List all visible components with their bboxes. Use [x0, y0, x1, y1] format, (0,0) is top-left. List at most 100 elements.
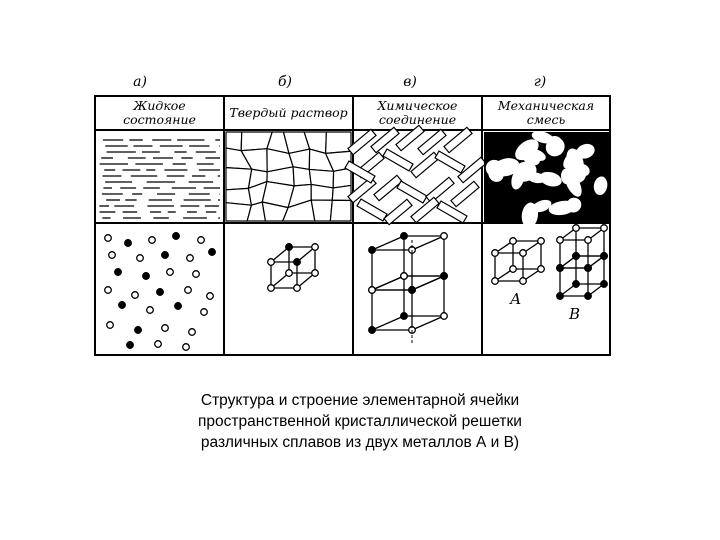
cell-a-atom — [509, 237, 517, 245]
cell-b-upper-atom — [556, 236, 564, 244]
compound-cell-bottom-edge — [371, 275, 405, 291]
atom-a — [166, 268, 174, 276]
compound-cell-top-atom — [400, 232, 408, 240]
cell-b-lower-atom — [584, 292, 592, 300]
figure-caption: Структура и строение элементарной ячейки… — [0, 390, 720, 453]
needle — [344, 160, 376, 184]
solid-solution-unit-cell — [267, 243, 319, 292]
needle — [382, 148, 414, 172]
cell-b-lower-atom — [572, 252, 580, 260]
mixture-phase-light — [576, 143, 595, 159]
cell-a-atom — [519, 249, 527, 257]
cell-a-atom — [537, 265, 545, 273]
cell-b-upper-atom — [572, 224, 580, 232]
column-letter-b: б) — [277, 74, 292, 90]
caption-line-2: пространственной кристаллической решетки — [198, 413, 522, 430]
compound-cell-top-atom — [368, 246, 376, 254]
grain — [332, 167, 352, 189]
compound-cell-bottom-atom — [368, 326, 376, 334]
grain — [310, 199, 333, 222]
atom-a — [131, 291, 139, 299]
atom-a — [184, 286, 192, 294]
cell-b-lower-atom — [556, 292, 564, 300]
caption-line-1: Структура и строение элементарной ячейки — [200, 392, 520, 409]
compound-cell-bottom-edge — [371, 315, 405, 331]
cell-b-upper-atom — [584, 236, 592, 244]
chemical-compound-unit-cell — [368, 232, 448, 345]
mixture-phase-light — [593, 176, 608, 195]
needle — [450, 180, 480, 208]
needle — [410, 196, 440, 224]
atom-a — [136, 254, 144, 262]
atom-b — [156, 288, 164, 296]
needle — [434, 150, 466, 174]
compound-cell-bottom-atom — [368, 286, 376, 294]
atom-a — [192, 270, 200, 278]
needle — [457, 156, 487, 184]
compound-cell-bottom-atom — [400, 272, 408, 280]
solution-cell-atom — [311, 243, 319, 251]
atom-a — [200, 308, 208, 316]
grain — [329, 199, 352, 222]
atom-b — [161, 251, 169, 259]
compound-cell-bottom-atom — [440, 272, 448, 280]
needle — [443, 126, 473, 154]
cell-b-lower-atom — [556, 264, 564, 272]
grain — [225, 166, 253, 191]
mixture-phase-light — [539, 171, 562, 187]
solution-cell-atom — [293, 258, 301, 266]
mixture-phase-light — [574, 163, 590, 177]
cell-a-atom — [537, 237, 545, 245]
cell-b-lower-atom — [572, 280, 580, 288]
atom-b — [114, 268, 122, 276]
atom-a — [146, 306, 154, 314]
compound-cell-bottom-atom — [440, 312, 448, 320]
atom-a — [154, 340, 162, 348]
atom-a — [206, 292, 214, 300]
needle — [395, 124, 425, 152]
atom-a — [148, 236, 156, 244]
solid-solution-grains — [225, 131, 352, 222]
cell-a-atom — [491, 277, 499, 285]
atom-a — [104, 234, 112, 242]
column-letter-g: г) — [533, 74, 547, 90]
header-solid-solution: Твердый раствор — [229, 105, 348, 120]
mixture-phase-light — [561, 168, 572, 184]
compound-cell-top-edge — [411, 235, 445, 251]
label-cell-b: В — [568, 305, 580, 323]
label-cell-a: А — [509, 290, 521, 308]
grain — [331, 184, 352, 202]
compound-cell-bottom-edge — [411, 275, 445, 291]
cell-b-lower-atom — [600, 280, 608, 288]
atom-b — [124, 239, 132, 247]
atom-b — [172, 232, 180, 240]
needle — [396, 180, 428, 204]
mixture-phase-light — [488, 166, 504, 182]
grain — [292, 166, 312, 187]
mixture-phase-light — [563, 149, 580, 169]
atom-a — [106, 321, 114, 329]
needle — [436, 200, 468, 224]
mixture-phase-light — [548, 200, 576, 216]
atom-a — [188, 328, 196, 336]
mixture-phase-light — [523, 148, 536, 165]
mixture-phase-light — [531, 131, 554, 144]
mixture-phase-light — [521, 202, 539, 228]
needle — [373, 174, 403, 202]
atom-b — [118, 301, 126, 309]
cell-a-atom — [509, 265, 517, 273]
needle — [356, 198, 388, 222]
atom-a — [108, 251, 116, 259]
header-liquid-state: Жидкое состояние — [123, 98, 196, 127]
mixture-phase-light — [513, 161, 537, 182]
needle — [383, 198, 413, 226]
compound-cell-top-atom — [440, 232, 448, 240]
solution-cell-atom — [267, 284, 275, 292]
solution-cell-atom — [285, 243, 293, 251]
compound-cell-bottom-atom — [400, 312, 408, 320]
needle — [425, 176, 455, 204]
liquid-atoms — [104, 232, 216, 351]
needle — [347, 128, 377, 156]
solution-cell-atom — [293, 284, 301, 292]
header-chemical-compound: Химическое соединение — [377, 98, 458, 127]
